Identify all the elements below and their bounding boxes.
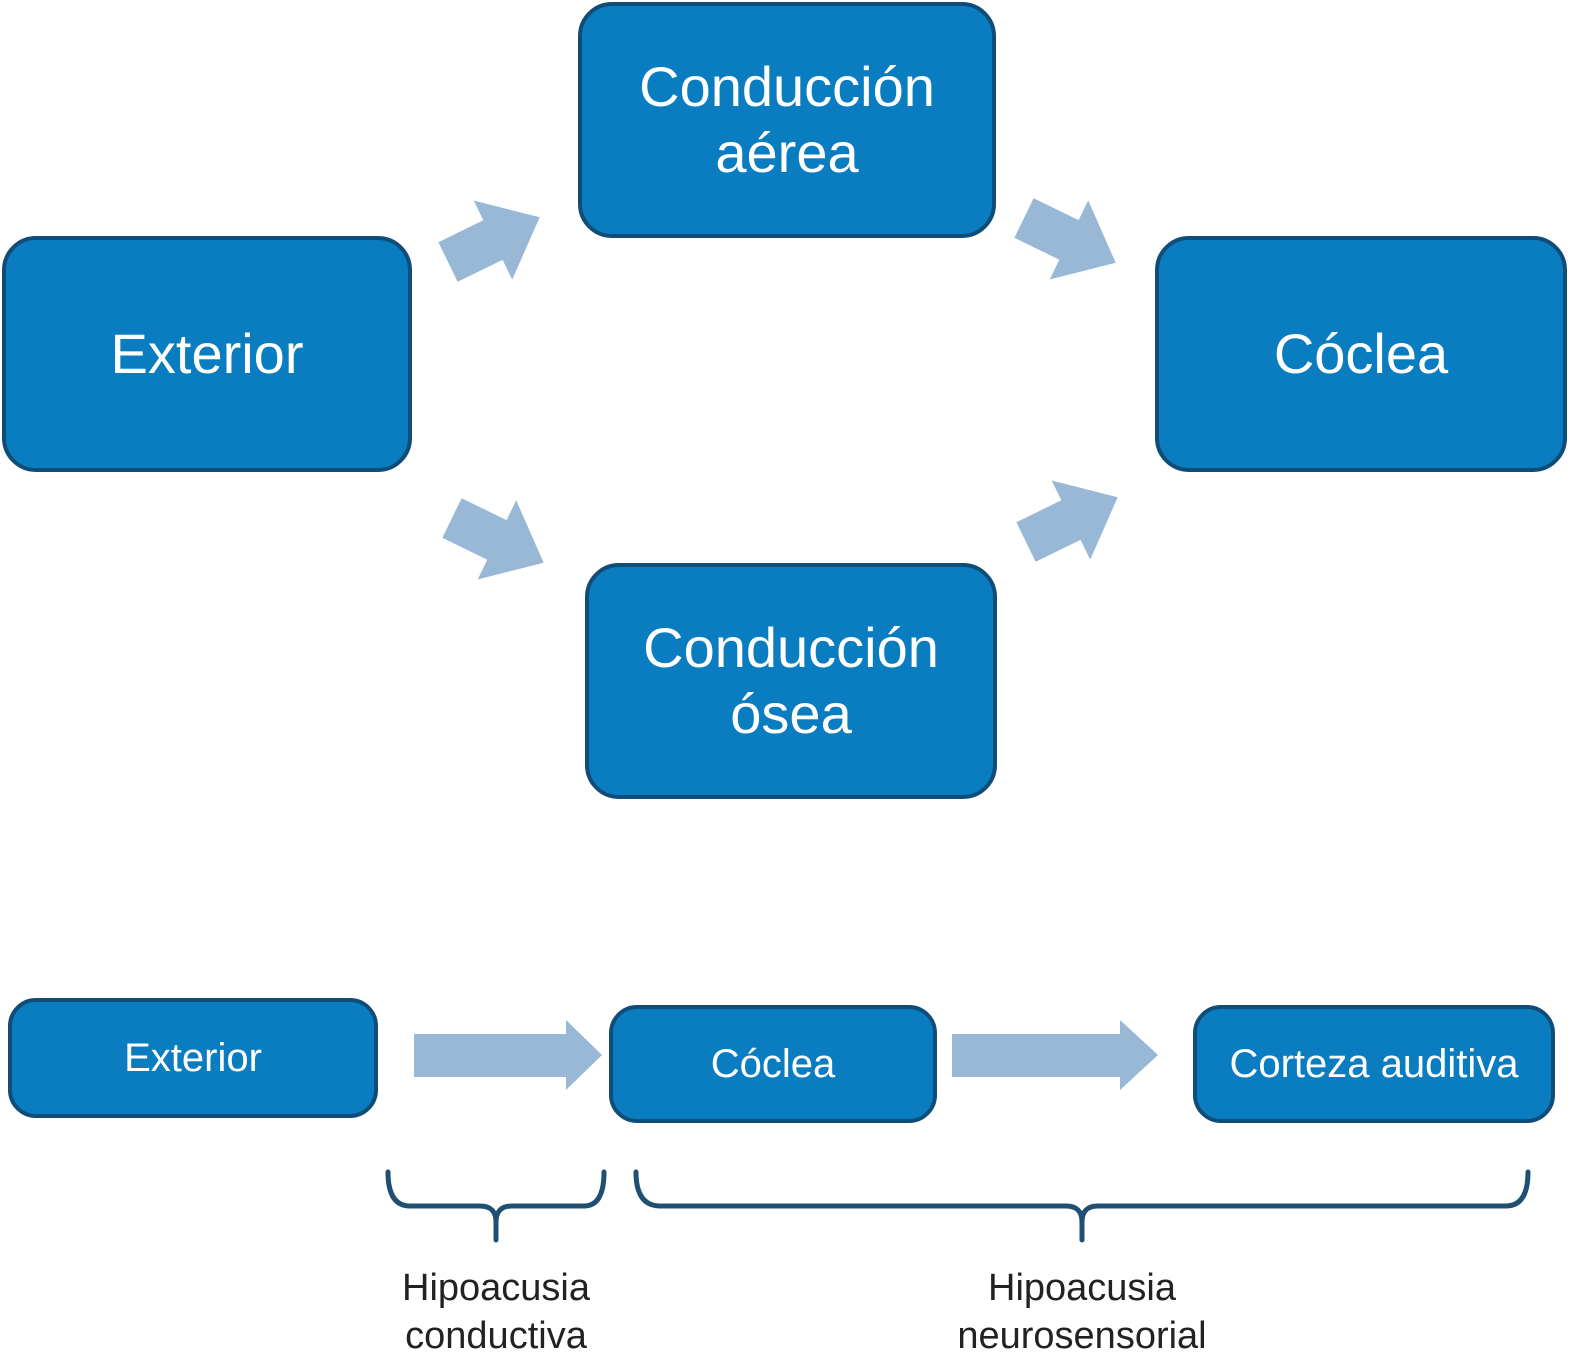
auditory-cortex-box: Corteza auditiva — [1193, 1005, 1555, 1123]
cochlea-box-top: Cóclea — [1155, 236, 1567, 472]
bone-conduction-label-line1: Conducción — [643, 616, 939, 679]
arrow-exterior-to-bone-icon — [432, 478, 563, 603]
arrow-bone-to-cochlea-icon — [1006, 457, 1137, 582]
cochlea-box-bottom: Cóclea — [609, 1005, 937, 1123]
arrow-exterior-to-cochlea-icon — [414, 1020, 602, 1090]
sensorineural-label-line1: Hipoacusia — [988, 1267, 1176, 1309]
air-conduction-box: Conducción aérea — [578, 2, 996, 238]
auditory-cortex-label: Corteza auditiva — [1229, 1042, 1519, 1086]
cochlea-label-top: Cóclea — [1273, 322, 1449, 385]
sensorineural-label-line2: neurosensorial — [957, 1315, 1207, 1357]
exterior-label-bottom: Exterior — [124, 1036, 262, 1080]
conductive-label-line1: Hipoacusia — [402, 1267, 590, 1309]
cochlea-label-bottom: Cóclea — [710, 1042, 836, 1086]
conductive-label-line2: conductiva — [405, 1315, 587, 1357]
arrow-cochlea-to-cortex-icon — [952, 1020, 1158, 1090]
bone-conduction-label-line2: ósea — [730, 682, 852, 745]
arrow-air-to-cochlea-icon — [1004, 178, 1135, 303]
exterior-label: Exterior — [110, 322, 304, 385]
bone-conduction-box: Conducción ósea — [585, 563, 997, 799]
arrow-exterior-to-air-icon — [428, 177, 559, 302]
sensorineural-bracket — [633, 1169, 1531, 1243]
air-conduction-label-line1: Conducción — [639, 55, 935, 118]
exterior-box-top: Exterior — [2, 236, 412, 472]
air-conduction-label-line2: aérea — [715, 121, 859, 184]
conductive-bracket — [385, 1169, 607, 1243]
sensorineural-hearing-loss-label: Hipoacusia neurosensorial — [902, 1264, 1262, 1360]
exterior-box-bottom: Exterior — [8, 998, 378, 1118]
conductive-hearing-loss-label: Hipoacusia conductiva — [346, 1264, 646, 1360]
